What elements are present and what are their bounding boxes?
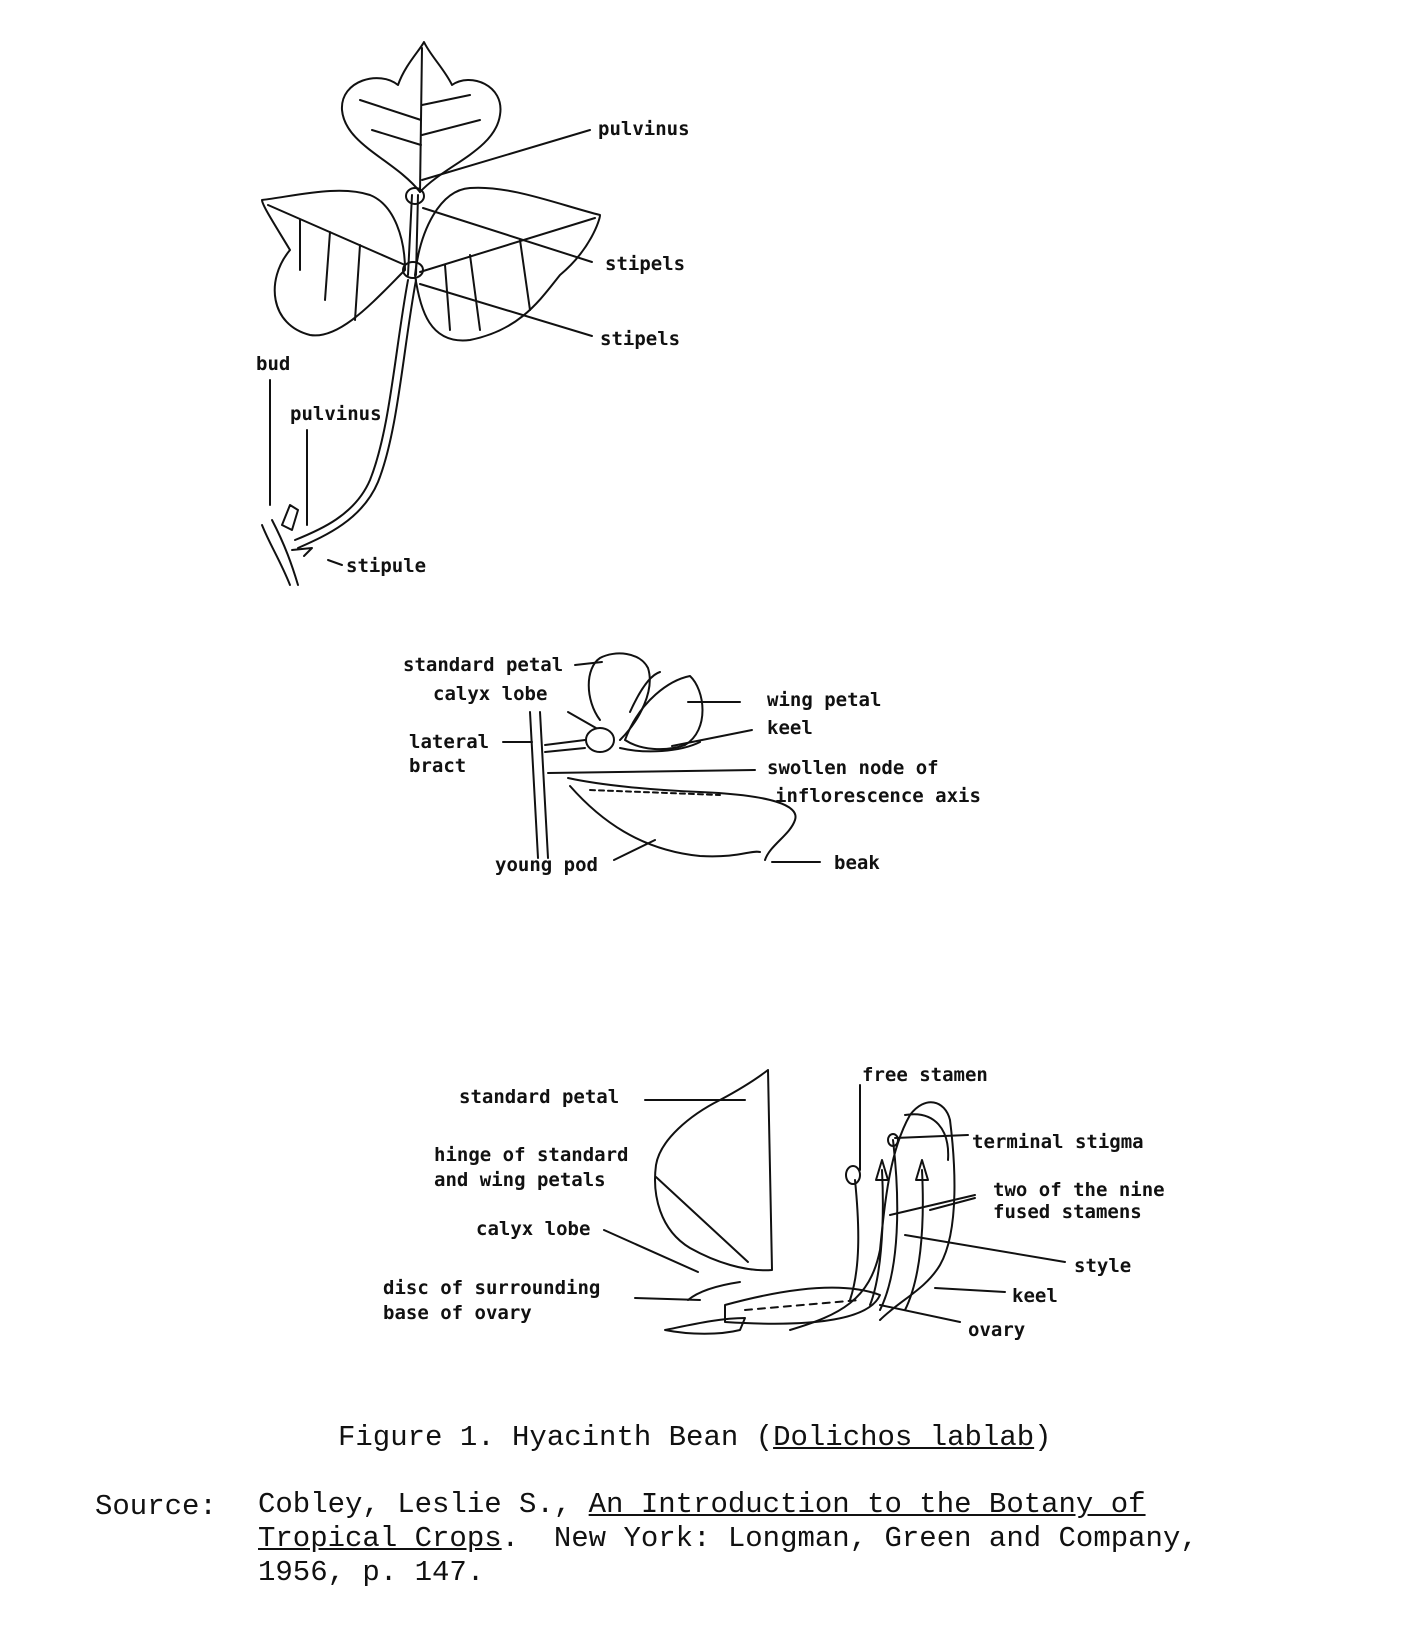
- label-disc-2: base of ovary: [383, 1301, 532, 1325]
- wing-petal-shape: [625, 676, 703, 749]
- label-fused-1: two of the nine: [993, 1178, 1165, 1202]
- label-pulvinus-top: pulvinus: [598, 117, 690, 141]
- standard-petal-shape: [589, 653, 650, 740]
- label-hinge-1: hinge of standard: [434, 1143, 628, 1167]
- label-swollen-node-2: inflorescence axis: [775, 784, 981, 808]
- label-stipels-lower: stipels: [600, 327, 680, 351]
- label-disc-1: disc of surrounding: [383, 1276, 600, 1300]
- fused-stamen-1: [870, 1170, 883, 1305]
- source-label: Source:: [95, 1490, 217, 1524]
- caption-suffix: ): [1034, 1421, 1051, 1454]
- label-bud: bud: [256, 352, 290, 376]
- label-lateral: lateral: [409, 730, 489, 754]
- source-year: 1956, p. 147.: [258, 1556, 484, 1590]
- source-title-1: An Introduction to the Botany of: [589, 1488, 1146, 1521]
- label-ovary: ovary: [968, 1318, 1025, 1342]
- label-free-stamen: free stamen: [862, 1063, 988, 1087]
- label-calyx-lobe-flower: calyx lobe: [433, 682, 547, 706]
- label-keel-flower: keel: [767, 716, 813, 740]
- free-stamen-shape: [850, 1180, 858, 1300]
- source-title-2: Tropical Crops: [258, 1522, 502, 1555]
- label-stipule: stipule: [346, 554, 426, 578]
- bud: [282, 505, 298, 530]
- label-swollen-node-1: swollen node of: [767, 756, 939, 780]
- label-standard-petal-section: standard petal: [459, 1085, 619, 1109]
- disc-shape: [665, 1318, 745, 1334]
- calyx-shape: [586, 728, 614, 752]
- source-publisher: . New York: Longman, Green and Company,: [502, 1522, 1198, 1555]
- label-bract: bract: [409, 754, 466, 778]
- label-style: style: [1074, 1254, 1131, 1278]
- source-line-1: Cobley, Leslie S., An Introduction to th…: [258, 1488, 1146, 1522]
- source-line-2: Tropical Crops. New York: Longman, Green…: [258, 1522, 1198, 1556]
- label-stipels-upper: stipels: [605, 252, 685, 276]
- label-beak: beak: [834, 851, 880, 875]
- label-standard-petal-flower: standard petal: [403, 653, 563, 677]
- inflorescence-axis: [530, 712, 538, 858]
- label-calyx-lobe-section: calyx lobe: [476, 1217, 590, 1241]
- label-fused-2: fused stamens: [993, 1200, 1142, 1224]
- caption-species: Dolichos lablab: [773, 1421, 1034, 1454]
- label-pulvinus-base: pulvinus: [290, 402, 382, 426]
- stem: [262, 525, 290, 585]
- label-terminal-stigma: terminal stigma: [972, 1130, 1144, 1154]
- label-hinge-2: and wing petals: [434, 1168, 606, 1192]
- caption-prefix: Figure 1. Hyacinth Bean (: [338, 1421, 773, 1454]
- label-young-pod: young pod: [495, 853, 598, 877]
- label-wing-petal: wing petal: [767, 688, 881, 712]
- source-author: Cobley, Leslie S.,: [258, 1488, 589, 1521]
- stipule-shape: [292, 548, 312, 556]
- trifoliate-leaf-drawing: [262, 42, 600, 585]
- label-keel-section: keel: [1012, 1284, 1058, 1308]
- figure-caption: Figure 1. Hyacinth Bean (Dolichos lablab…: [338, 1421, 1052, 1455]
